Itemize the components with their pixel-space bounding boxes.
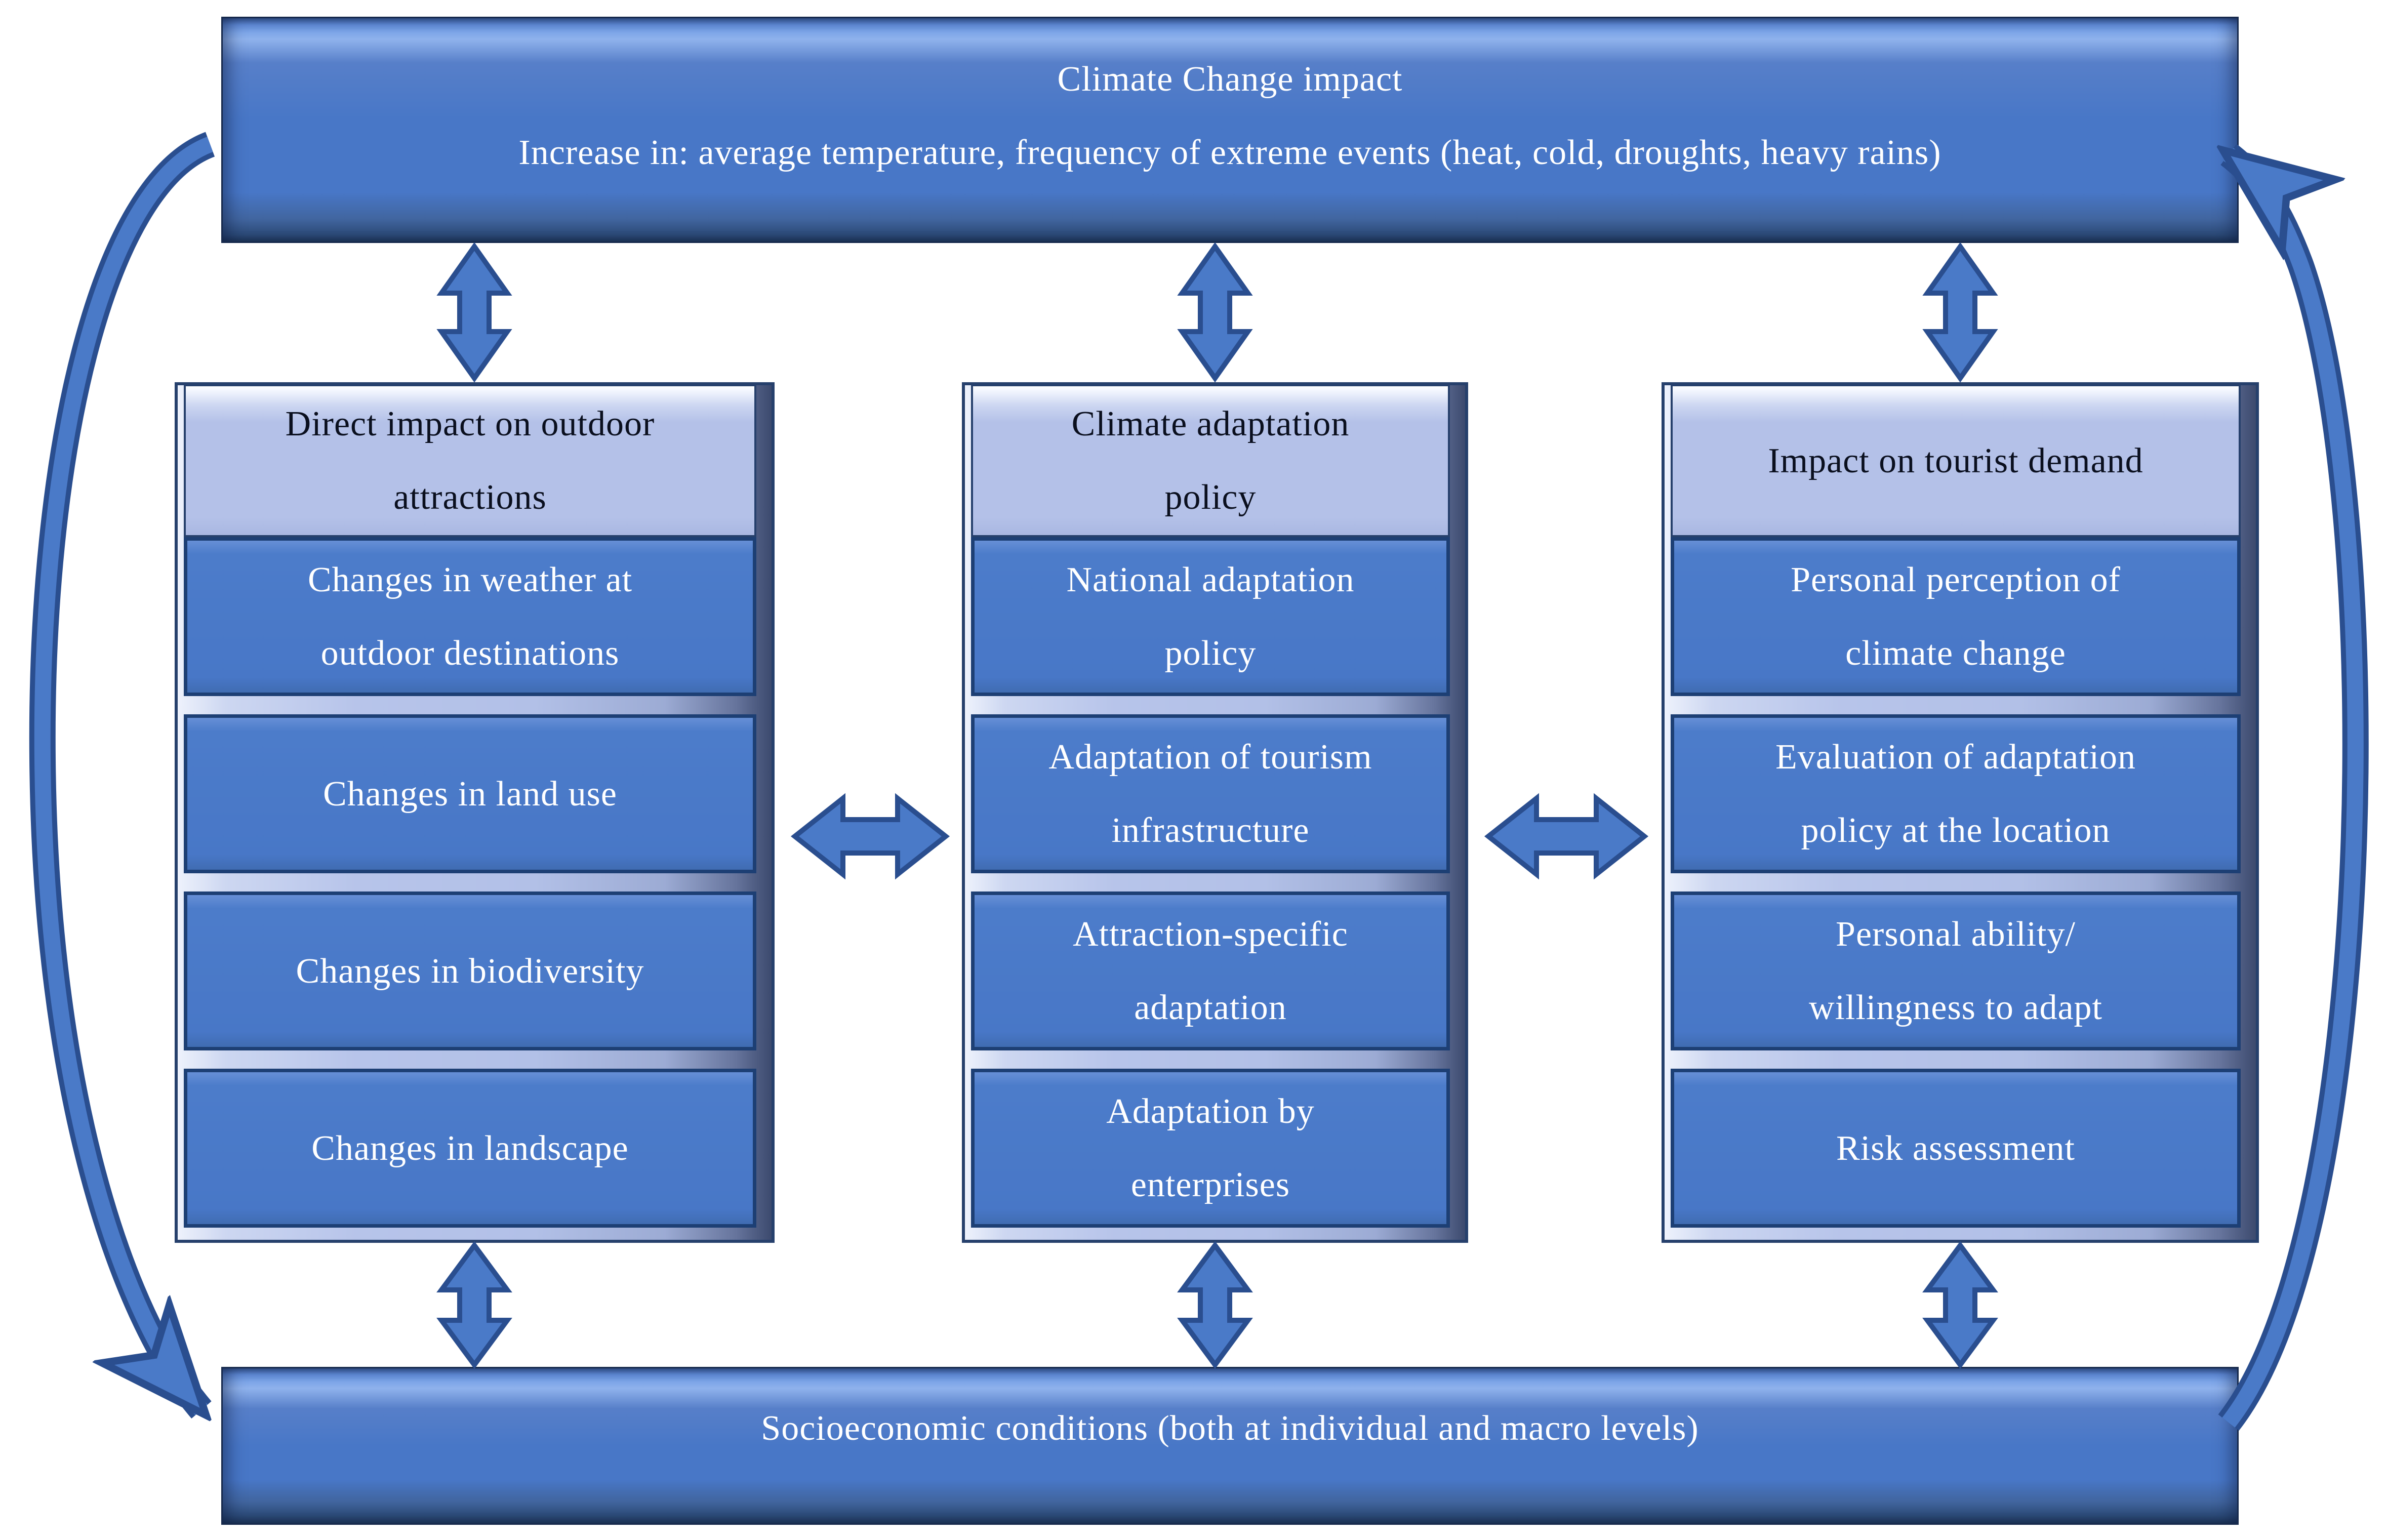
double-arrow-vertical-icon bbox=[436, 1241, 512, 1369]
item-adaptation-by-enterprises: Adaptation by enterprises bbox=[971, 1069, 1450, 1228]
column-climate-adaptation-policy: Climate adaptation policy National adapt… bbox=[962, 382, 1468, 1243]
item-changes-land-use: Changes in land use bbox=[184, 714, 756, 873]
column-impact-tourist-demand: Impact on tourist demand Personal percep… bbox=[1662, 382, 2259, 1243]
double-arrow-vertical-icon bbox=[436, 242, 512, 383]
item-adaptation-tourism-infrastructure: Adaptation of tourism infrastructure bbox=[971, 714, 1450, 873]
column-header-climate-adaptation-policy: Climate adaptation policy bbox=[971, 385, 1450, 537]
item-personal-ability-willingness-adapt: Personal ability/ willingness to adapt bbox=[1671, 891, 2241, 1050]
column-header-direct-impact: Direct impact on outdoor attractions bbox=[184, 385, 756, 537]
column-direct-impact-items: Changes in weather at outdoor destinatio… bbox=[184, 537, 756, 1228]
bottom-banner-socioeconomic-conditions: Socioeconomic conditions (both at indivi… bbox=[221, 1367, 2239, 1525]
top-banner-climate-change-impact: Climate Change impact Increase in: avera… bbox=[221, 17, 2239, 243]
item-changes-weather-outdoor-destinations: Changes in weather at outdoor destinatio… bbox=[184, 537, 756, 696]
item-changes-landscape: Changes in landscape bbox=[184, 1069, 756, 1228]
top-banner-subtitle: Increase in: average temperature, freque… bbox=[518, 133, 1941, 172]
double-arrow-vertical-icon bbox=[1177, 242, 1253, 383]
double-arrow-horizontal-icon bbox=[790, 793, 950, 880]
top-banner-title: Climate Change impact bbox=[1057, 60, 1403, 99]
column-direct-impact-outdoor-attractions: Direct impact on outdoor attractions Cha… bbox=[175, 382, 775, 1243]
item-national-adaptation-policy: National adaptation policy bbox=[971, 537, 1450, 696]
column-header-impact-tourist-demand: Impact on tourist demand bbox=[1671, 385, 2241, 537]
item-changes-biodiversity: Changes in biodiversity bbox=[184, 891, 756, 1050]
item-attraction-specific-adaptation: Attraction-specific adaptation bbox=[971, 891, 1450, 1050]
double-arrow-vertical-icon bbox=[1177, 1241, 1253, 1369]
item-risk-assessment: Risk assessment bbox=[1671, 1069, 2241, 1228]
column-tourist-demand-items: Personal perception of climate change Ev… bbox=[1671, 537, 2241, 1228]
double-arrow-vertical-icon bbox=[1922, 1241, 1998, 1369]
bottom-banner-text: Socioeconomic conditions (both at indivi… bbox=[761, 1408, 1699, 1448]
item-personal-perception-climate-change: Personal perception of climate change bbox=[1671, 537, 2241, 696]
double-arrow-horizontal-icon bbox=[1484, 793, 1649, 880]
double-arrow-vertical-icon bbox=[1922, 242, 1998, 383]
column-adaptation-policy-items: National adaptation policy Adaptation of… bbox=[971, 537, 1450, 1228]
item-evaluation-adaptation-policy-location: Evaluation of adaptation policy at the l… bbox=[1671, 714, 2241, 873]
